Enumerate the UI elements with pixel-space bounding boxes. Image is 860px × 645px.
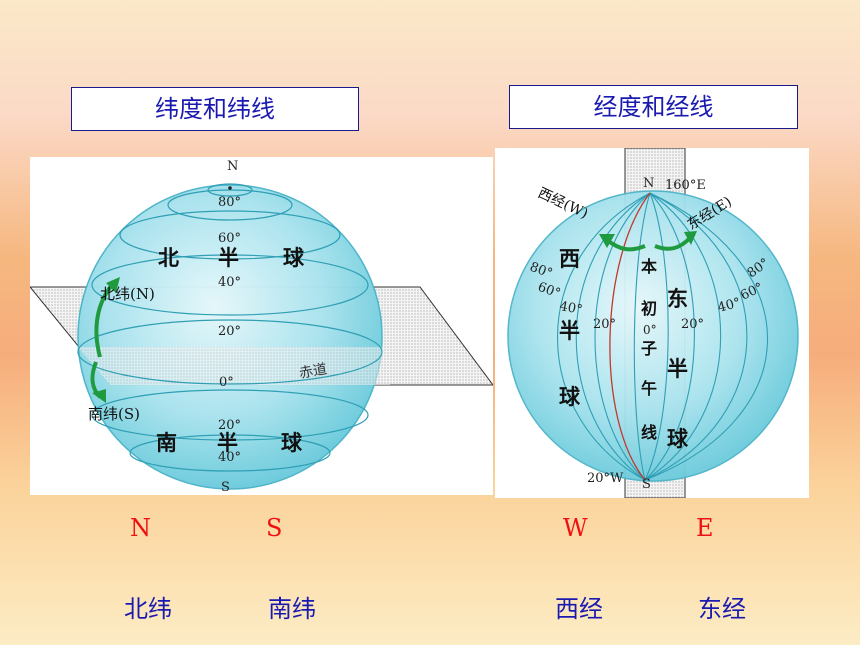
west-deg-20: 20° bbox=[593, 317, 616, 332]
meridian-line-1 bbox=[557, 192, 651, 481]
east-arrow bbox=[654, 236, 692, 251]
longitude-globe-diagram: N S 160°E 20°W 西经(W) 东经(E) 西 半 球 东 半 球 本… bbox=[507, 147, 799, 499]
east-longitude-text: 东经 bbox=[698, 595, 746, 623]
north-pole-label: N bbox=[227, 159, 238, 174]
lat-label-0: 0° bbox=[219, 375, 234, 390]
northern-hemisphere-char-3: 球 bbox=[283, 245, 305, 270]
letter-w: W bbox=[563, 514, 588, 542]
west-longitude-text: 西经 bbox=[555, 595, 603, 623]
latitude-globe-diagram: N S 80° 60° 40° 20° 0° 20° 40° 北 半 球 南 半… bbox=[28, 159, 494, 495]
latitude-globe-panel: N S 80° 60° 40° 20° 0° 20° 40° 北 半 球 南 半… bbox=[28, 157, 494, 495]
south-arrow-head bbox=[92, 389, 106, 403]
northern-hemisphere-char-1: 北 bbox=[158, 245, 179, 270]
west-deg-40: 40° bbox=[558, 299, 583, 318]
meridian-line-9 bbox=[644, 192, 768, 481]
parallel-60n bbox=[167, 189, 293, 221]
prime-meridian-char-3: 子 bbox=[641, 339, 657, 358]
prime-meridian-line bbox=[609, 192, 651, 481]
prime-meridian-char-2: 初 bbox=[641, 299, 657, 318]
meridian-line-2 bbox=[575, 192, 651, 481]
south-pole-label: S bbox=[221, 480, 230, 495]
south-latitude-text: 南纬 bbox=[268, 595, 316, 623]
west-deg-80: 80° bbox=[528, 260, 555, 282]
west-deg-60: 60° bbox=[536, 280, 563, 302]
latitude-title: 纬度和纬线 bbox=[71, 87, 359, 131]
lat-label-40n: 40° bbox=[218, 275, 241, 290]
meridian-line-5 bbox=[644, 192, 669, 481]
southern-hemisphere-char-2: 半 bbox=[217, 430, 238, 455]
parallel-20s bbox=[91, 389, 369, 441]
western-hemisphere-char-2: 半 bbox=[559, 318, 580, 343]
east-deg-40: 40° bbox=[716, 295, 742, 315]
north-pole-label: N bbox=[643, 176, 654, 191]
western-hemisphere-char-3: 球 bbox=[559, 384, 581, 409]
parallel-80n bbox=[207, 183, 253, 197]
parallel-0 bbox=[77, 319, 383, 385]
meridian-line-8 bbox=[644, 192, 748, 481]
lat-label-60n: 60° bbox=[218, 231, 241, 246]
meridian-160e-label: 160°E bbox=[665, 178, 706, 193]
equator-label: 赤道 bbox=[298, 361, 328, 382]
north-pole-dot bbox=[228, 186, 232, 190]
parallel-40s bbox=[129, 434, 331, 472]
letter-s: S bbox=[266, 514, 283, 542]
north-arrow bbox=[94, 283, 114, 358]
lat-label-80n: 80° bbox=[218, 195, 241, 210]
latitude-globe bbox=[77, 184, 383, 490]
prime-meridian-char-1: 本 bbox=[641, 257, 657, 276]
western-hemisphere-char-1: 西 bbox=[559, 246, 580, 271]
west-arrow-head bbox=[599, 234, 615, 248]
longitude-title: 经度和经线 bbox=[509, 85, 798, 129]
eastern-hemisphere-char-3: 球 bbox=[667, 426, 689, 451]
meridians bbox=[557, 192, 768, 481]
south-pole-label: S bbox=[642, 477, 651, 492]
parallels bbox=[77, 183, 383, 472]
north-latitude-text: 北纬 bbox=[124, 595, 172, 623]
prime-meridian-deg: 0° bbox=[643, 323, 657, 337]
letter-n: N bbox=[130, 514, 151, 542]
southern-hemisphere-char-1: 南 bbox=[156, 430, 177, 455]
north-arrow-head bbox=[106, 277, 120, 293]
southern-hemisphere-char-3: 球 bbox=[281, 430, 303, 455]
eastern-hemisphere-char-2: 半 bbox=[667, 356, 688, 381]
longitude-globe-panel: N S 160°E 20°W 西经(W) 东经(E) 西 半 球 东 半 球 本… bbox=[495, 147, 809, 499]
parallel-40n bbox=[119, 210, 341, 260]
east-deg-20: 20° bbox=[681, 317, 704, 332]
prime-meridian-char-5: 线 bbox=[641, 423, 657, 442]
meridian-line-7 bbox=[644, 192, 722, 481]
meridian-line-4 bbox=[633, 192, 651, 481]
meridian-line-6 bbox=[644, 192, 695, 481]
letter-e: E bbox=[696, 514, 714, 542]
meridian-line-3 bbox=[594, 192, 651, 481]
equator-plane-front bbox=[78, 347, 390, 385]
east-arrow-head bbox=[684, 231, 697, 245]
prime-meridian-char-4: 午 bbox=[641, 379, 657, 398]
parallel-20n bbox=[91, 254, 369, 316]
south-latitude-label: 南纬(S) bbox=[88, 405, 140, 423]
eastern-hemisphere-char-1: 东 bbox=[667, 286, 688, 311]
west-longitude-label: 西经(W) bbox=[535, 185, 590, 222]
lat-label-40s: 40° bbox=[218, 450, 241, 465]
lat-label-20n: 20° bbox=[218, 324, 241, 339]
longitude-globe bbox=[507, 190, 799, 482]
lat-label-20s: 20° bbox=[218, 418, 241, 433]
meridian-20w-label: 20°W bbox=[587, 471, 624, 486]
northern-hemisphere-char-2: 半 bbox=[218, 245, 239, 270]
north-latitude-label: 北纬(N) bbox=[100, 285, 155, 303]
